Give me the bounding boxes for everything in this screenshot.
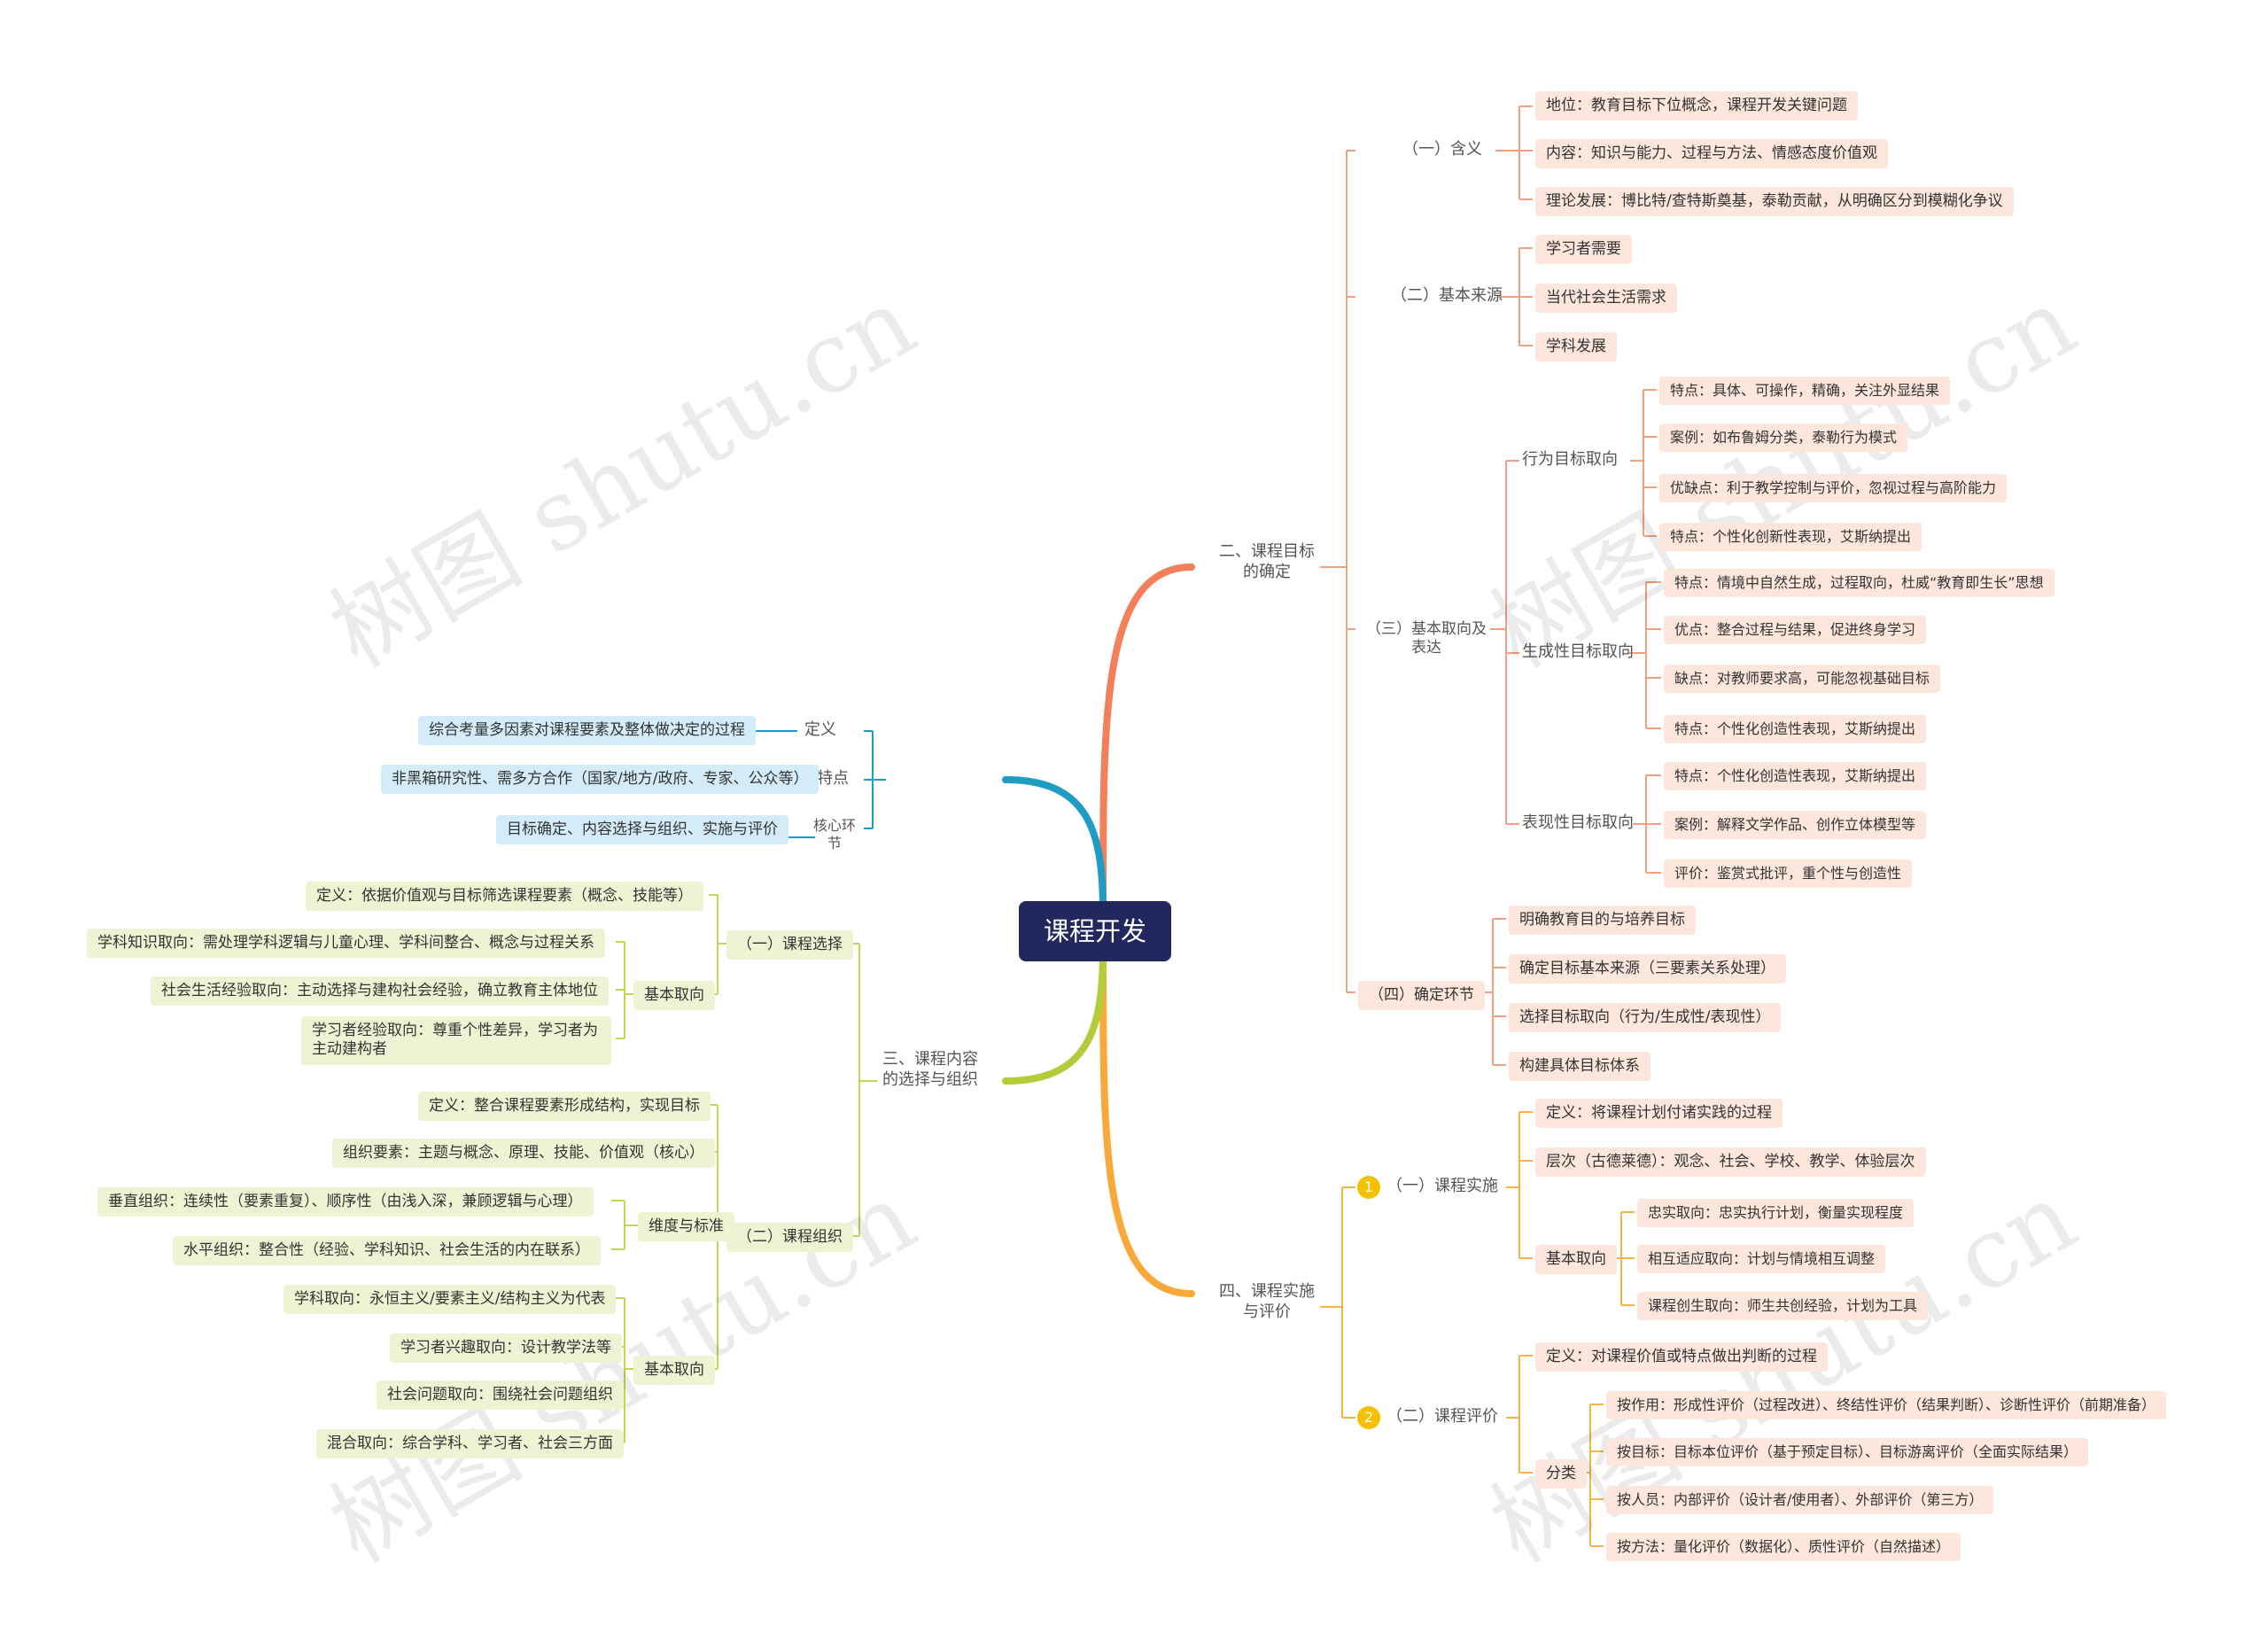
organization-dimension-item[interactable]: 垂直组织：连续性（要素重复）、顺序性（由浅入深，兼顾逻辑与心理） (97, 1187, 594, 1217)
implementation-levels[interactable]: 层次（古德莱德）：观念、社会、学校、教学、体验层次 (1535, 1147, 1926, 1178)
number-marker-icon: 2 (1357, 1406, 1380, 1429)
implementation-orientation-item[interactable]: 课程创生取向：师生共创经验，计划为工具 (1637, 1292, 1929, 1320)
branch-line-one (1002, 776, 1107, 916)
behavior-objective-orientation[interactable]: 行为目标取向 (1522, 450, 1618, 469)
generative-item[interactable]: 缺点：对教师要求高，可能忽视基础目标 (1664, 665, 1941, 693)
expressive-objective-orientation[interactable]: 表现性目标取向 (1522, 813, 1634, 832)
selection-orientation-item[interactable]: 学习者经验取向：尊重个性差异，学习者为主动建构者 (301, 1016, 611, 1065)
features-detail[interactable]: 非黑箱研究性、需多方合作（国家/地方/政府、专家、公众等） (381, 765, 819, 795)
center-topic[interactable]: 课程开发 (1019, 901, 1172, 962)
core-steps-detail[interactable]: 目标确定、内容选择与组织、实施与评价 (496, 815, 788, 845)
generative-objective-orientation[interactable]: 生成性目标取向 (1522, 642, 1634, 661)
organization-orientation-item[interactable]: 学科取向：永恒主义/要素主义/结构主义为代表 (284, 1285, 617, 1315)
subtopic-steps[interactable]: （四）确定环节 (1358, 981, 1485, 1011)
meaning-item[interactable]: 理论发展：博比特/查特斯奠基，泰勒贡献，从明确区分到模糊化争议 (1535, 187, 2014, 217)
implementation-orientation[interactable]: 基本取向 (1535, 1245, 1617, 1275)
source-item[interactable]: 学科发展 (1535, 332, 1617, 362)
source-item[interactable]: 学习者需要 (1535, 235, 1632, 265)
topic-four-implementation-evaluation[interactable]: 四、课程实施与评价 (1219, 1282, 1315, 1321)
meaning-item[interactable]: 内容：知识与能力、过程与方法、情感态度价值观 (1535, 139, 1888, 169)
steps-item[interactable]: 明确教育目的与培养目标 (1509, 906, 1696, 936)
number-marker-icon: 1 (1357, 1176, 1380, 1199)
generative-item[interactable]: 特点：个性化创造性表现，艾斯纳提出 (1664, 715, 1927, 743)
organization-definition[interactable]: 定义：整合课程要素形成结构，实现目标 (418, 1092, 711, 1122)
evaluation-classification[interactable]: 分类 (1535, 1459, 1587, 1489)
features-label[interactable]: 特点 (817, 769, 849, 788)
branch-line-three (1002, 945, 1107, 1085)
selection-orientation[interactable]: 基本取向 (633, 981, 715, 1011)
evaluation-class-item[interactable]: 按作用：形成性评价（过程改进）、终结性评价（结果判断）、诊断性评价（前期准备） (1606, 1391, 2167, 1419)
steps-item[interactable]: 构建具体目标体系 (1509, 1052, 1651, 1082)
implementation-orientation-item[interactable]: 相互适应取向：计划与情境相互调整 (1637, 1245, 1886, 1273)
behavior-item[interactable]: 优缺点：利于教学控制与评价，忽视过程与高阶能力 (1659, 474, 2008, 502)
organization-dimensions[interactable]: 维度与标准 (638, 1212, 734, 1242)
behavior-item[interactable]: 特点：具体、可操作，精确，关注外显结果 (1659, 377, 1951, 405)
selection-orientation-item[interactable]: 学科知识取向：需处理学科逻辑与儿童心理、学科间整合、概念与过程关系 (87, 929, 605, 959)
branch-line-two (1099, 564, 1195, 907)
core-steps-label[interactable]: 核心环节 (812, 817, 856, 851)
subtopic-implementation[interactable]: （一）课程实施 (1386, 1177, 1498, 1195)
subtopic-evaluation[interactable]: （二）课程评价 (1386, 1407, 1498, 1426)
selection-definition[interactable]: 定义：依据价值观与目标筛选课程要素（概念、技能等） (306, 882, 703, 912)
source-item[interactable]: 当代社会生活需求 (1535, 284, 1677, 314)
organization-orientation-item[interactable]: 社会问题取向：围绕社会问题组织 (377, 1380, 624, 1411)
subtopic-content-organization[interactable]: （二）课程组织 (726, 1223, 853, 1253)
expressive-item[interactable]: 特点：个性化创造性表现，艾斯纳提出 (1664, 762, 1927, 790)
subtopic-orientation[interactable]: （三）基本取向及表达 (1366, 620, 1487, 657)
implementation-definition[interactable]: 定义：将课程计划付诸实践的过程 (1535, 1099, 1783, 1129)
evaluation-class-item[interactable]: 按方法：量化评价（数据化）、质性评价（自然描述） (1606, 1533, 1961, 1561)
subtopic-source[interactable]: （二）基本来源 (1391, 286, 1503, 305)
generative-item[interactable]: 特点：情境中自然生成，过程取向，杜威“教育即生长”思想 (1664, 569, 2054, 597)
steps-item[interactable]: 选择目标取向（行为/生成性/表现性） (1509, 1003, 1782, 1033)
subtopic-content-selection[interactable]: （一）课程选择 (726, 930, 853, 960)
selection-orientation-item[interactable]: 社会生活经验取向：主动选择与建构社会经验，确立教育主体地位 (151, 976, 609, 1007)
subtopic-meaning[interactable]: （一）含义 (1402, 140, 1482, 159)
organization-dimension-item[interactable]: 水平组织：整合性（经验、学科知识、社会生活的内在联系） (173, 1236, 601, 1266)
implementation-orientation-item[interactable]: 忠实取向：忠实执行计划，衡量实现程度 (1637, 1199, 1915, 1227)
expressive-item[interactable]: 评价：鉴赏式批评，重个性与创造性 (1664, 859, 1913, 888)
evaluation-class-item[interactable]: 按人员：内部评价（设计者/使用者）、外部评价（第三方） (1606, 1486, 1994, 1514)
organization-orientation-item[interactable]: 混合取向：综合学科、学习者、社会三方面 (316, 1429, 624, 1459)
behavior-item[interactable]: 案例：如布鲁姆分类，泰勒行为模式 (1659, 424, 1908, 452)
topic-three-content-selection[interactable]: 三、课程内容的选择与组织 (882, 1050, 978, 1089)
steps-item[interactable]: 确定目标基本来源（三要素关系处理） (1509, 954, 1786, 984)
branch-line-four (1099, 953, 1195, 1297)
evaluation-definition[interactable]: 定义：对课程价值或特点做出判断的过程 (1535, 1342, 1828, 1372)
organization-orientation-item[interactable]: 学习者兴趣取向：设计教学法等 (390, 1334, 622, 1364)
behavior-item[interactable]: 特点：个性化创新性表现，艾斯纳提出 (1659, 523, 1922, 551)
meaning-item[interactable]: 地位：教育目标下位概念，课程开发关键问题 (1535, 91, 1858, 121)
definition-detail[interactable]: 综合考量多因素对课程要素及整体做决定的过程 (418, 716, 756, 746)
definition-label[interactable]: 定义 (804, 720, 836, 739)
organization-orientation[interactable]: 基本取向 (633, 1356, 715, 1386)
generative-item[interactable]: 优点：整合过程与结果，促进终身学习 (1664, 616, 1927, 644)
evaluation-class-item[interactable]: 按目标：目标本位评价（基于预定目标）、目标游离评价（全面实际结果） (1606, 1438, 2089, 1466)
organization-elements[interactable]: 组织要素：主题与概念、原理、技能、价值观（核心） (332, 1139, 715, 1169)
topic-two-curriculum-objectives[interactable]: 二、课程目标的确定 (1219, 542, 1315, 581)
expressive-item[interactable]: 案例：解释文学作品、创作立体模型等 (1664, 811, 1927, 839)
